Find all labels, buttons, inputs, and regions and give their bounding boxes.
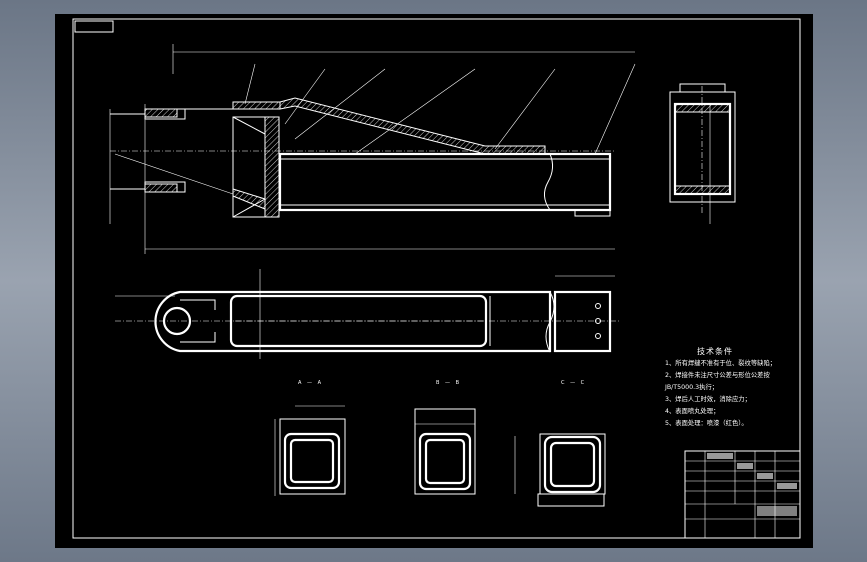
section-c	[514, 433, 606, 507]
tech-item: JB/T5000.3执行；	[665, 384, 719, 391]
tech-item: 3、焊后人工时效，消除应力；	[665, 396, 751, 403]
side-view	[669, 83, 736, 224]
section-label-c: C — C	[561, 380, 587, 386]
drawing-number-box	[74, 20, 114, 33]
tech-item: 4、表面喷丸处理；	[665, 408, 720, 415]
section-label-a: A — A	[298, 380, 324, 386]
section-b	[414, 408, 476, 495]
section-label-b: B — B	[436, 380, 462, 386]
tech-item: 2、焊接件未注尺寸公差与形位公差按	[665, 372, 770, 379]
drawing-frame	[72, 18, 801, 539]
title-block	[684, 450, 801, 539]
tech-item: 5、表面处理：喷漆（红色）。	[665, 420, 748, 427]
tech-requirements-title: 技术条件	[697, 347, 733, 356]
tech-requirements-list: 1、所有焊缝不准有于位、裂纹等缺陷； 2、焊接件未注尺寸公差与形位公差按 JB/…	[665, 358, 776, 430]
front-view	[109, 44, 636, 254]
drawing-canvas	[72, 18, 801, 539]
section-a	[274, 405, 346, 496]
tech-item: 1、所有焊缝不准有于位、裂纹等缺陷；	[665, 360, 777, 367]
top-view	[115, 269, 620, 359]
drawing-sheet: A — A B — B C — C 技术条件 1、所有焊缝不准有于位、裂纹等缺陷…	[55, 14, 813, 548]
